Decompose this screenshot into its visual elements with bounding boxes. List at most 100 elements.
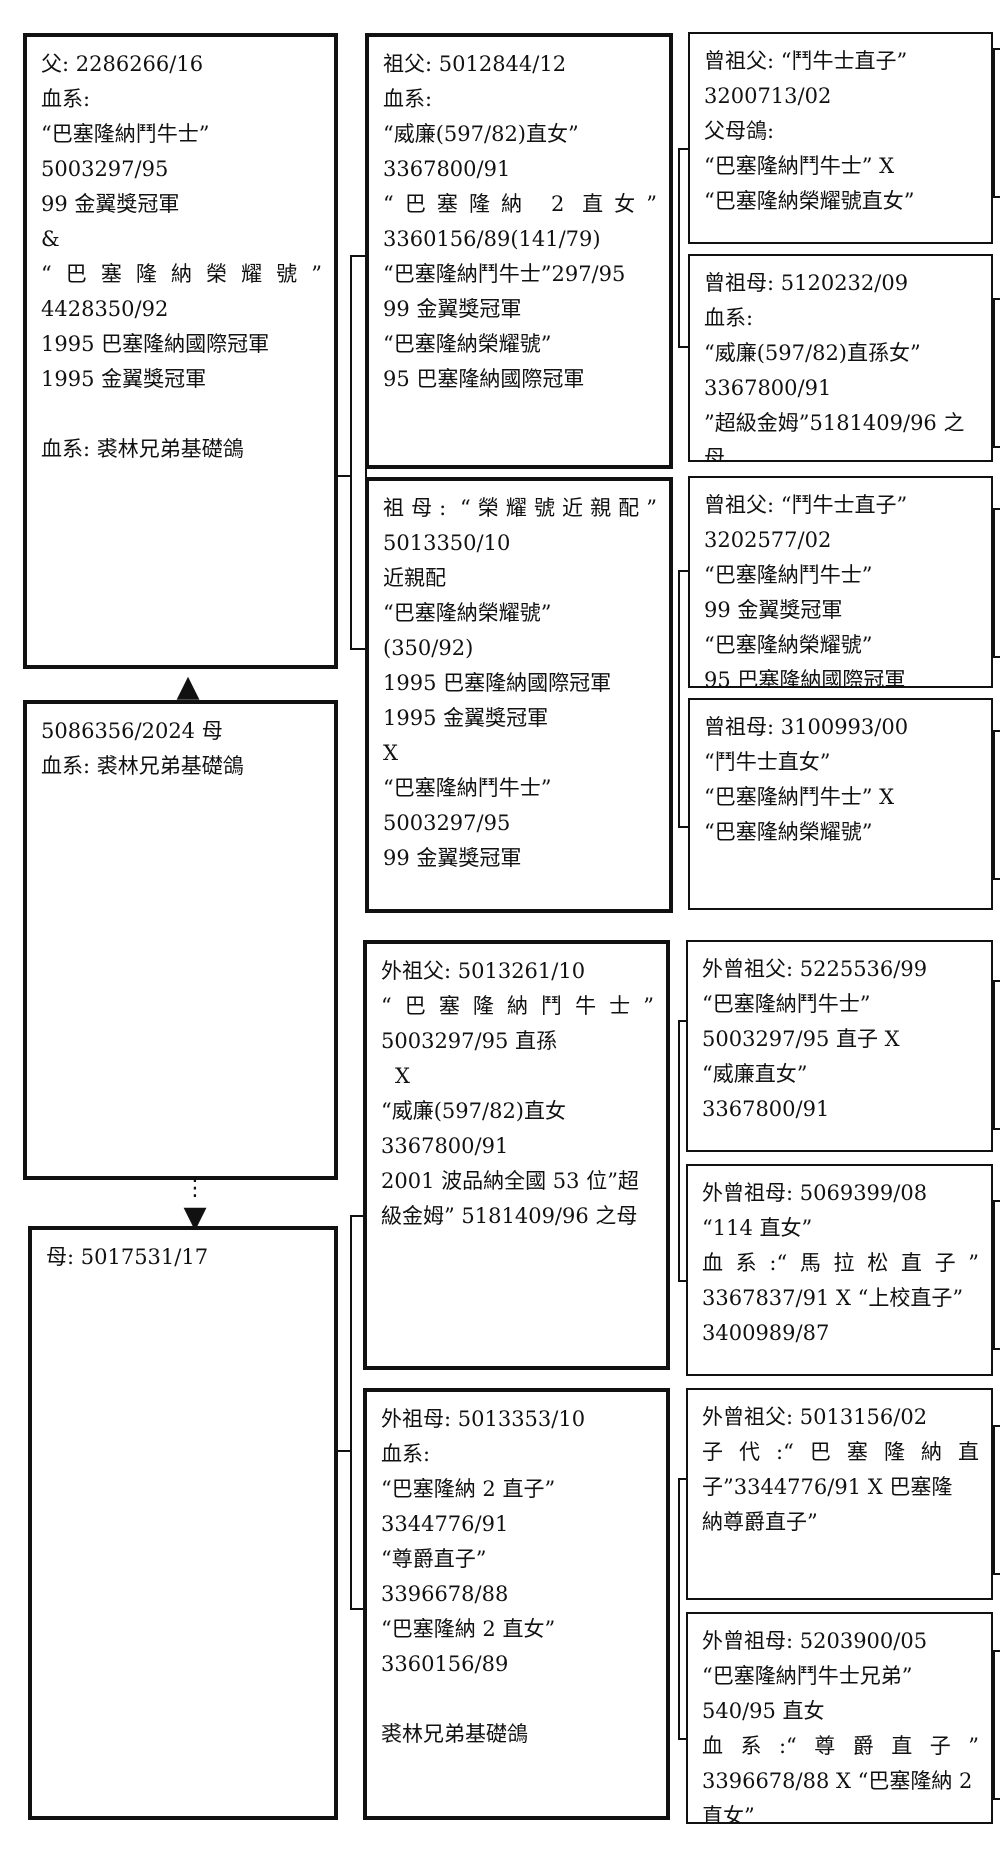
paternal-grandsire-line: 3360156/89(141/79)	[383, 227, 601, 251]
maternal-grandsire-line: 5003297/95 直孫	[381, 1029, 557, 1053]
maternal-granddam-box: 外祖母: 5013353/10 血系: “巴塞隆納 2 直子” 3344776/…	[363, 1388, 670, 1820]
paternal-grandsire-box: 祖父: 5012844/12 血系: “威廉(597/82)直女” 336780…	[365, 33, 673, 469]
great-grandparent-box: 外曾祖父: 5225536/99 “巴塞隆納鬥牛士” 5003297/95 直子…	[686, 940, 993, 1152]
dam-line: 母: 5017531/17	[46, 1245, 209, 1269]
great-grandparent-line: 血系:“馬拉松直子”	[702, 1251, 979, 1275]
subject-line: 血系: 裘林兄弟基礎鴿	[41, 754, 244, 778]
maternal-granddam-line: 血系:	[381, 1442, 431, 1466]
maternal-granddam-line: 3344776/91	[381, 1512, 509, 1536]
bracket	[993, 730, 1000, 880]
divider	[365, 33, 367, 913]
great-grandparent-lines: 外曾祖母: 5069399/08 “114 直女” 血系:“馬拉松直子” 336…	[688, 1166, 991, 1351]
bracket	[993, 508, 1000, 658]
bracket	[993, 1425, 1000, 1575]
sire-bracket	[350, 255, 366, 650]
dam-lines: 母: 5017531/17	[32, 1230, 334, 1275]
dotted-connector: ·	[184, 683, 192, 708]
great-grandparent-line: 曾祖父: “鬥牛士直子”	[704, 493, 908, 517]
great-grandparent-line: 外曾祖母: 5069399/08	[702, 1181, 928, 1205]
great-grandparent-box: 曾祖父: “鬥牛士直子” 3200713/02 父母鴿: “巴塞隆納鬥牛士” X…	[688, 32, 993, 244]
maternal-granddam-line: 外祖母: 5013353/10	[381, 1407, 586, 1431]
great-grandparent-line: “巴塞隆納鬥牛士”	[702, 992, 871, 1016]
paternal-grandsire-line: 血系:	[383, 87, 433, 111]
sire-line: 99 金翼獎冠軍	[41, 192, 180, 216]
sire-line: 4428350/92	[41, 297, 169, 321]
maternal-granddam-line: “尊爵直子”	[381, 1547, 487, 1571]
down-arrow-icon: ▼	[183, 1200, 207, 1235]
maternal-granddam-line: 裘林兄弟基礎鴿	[381, 1722, 528, 1746]
sire-line: &	[41, 227, 60, 251]
sire-line: 1995 巴塞隆納國際冠軍	[41, 332, 270, 356]
great-grandparent-box: 外曾祖父: 5013156/02 子代:“巴塞隆納直 子”3344776/91 …	[686, 1388, 993, 1600]
great-grandparent-lines: 外曾祖母: 5203900/05 “巴塞隆納鬥牛士兄弟” 540/95 直女 血…	[688, 1614, 991, 1822]
paternal-grandsire-line: “巴塞隆納榮耀號”	[383, 332, 552, 356]
paternal-granddam-box: 祖母: “榮耀號近親配” 5013350/10 近親配 “巴塞隆納榮耀號” (3…	[365, 477, 673, 913]
sire-line	[41, 397, 322, 432]
great-grandparent-line: 血系:“尊爵直子”	[702, 1734, 979, 1758]
paternal-granddam-line: “巴塞隆納鬥牛士”	[383, 776, 552, 800]
bracket	[993, 298, 1000, 448]
paternal-grandsire-line: “威廉(597/82)直女”	[383, 122, 579, 146]
maternal-granddam-line: 3360156/89	[381, 1652, 509, 1676]
great-grandparent-line: 3367800/91	[704, 376, 832, 400]
great-grandparent-line: 3400989/87	[702, 1321, 830, 1345]
great-grandparent-line: 5003297/95 直子 X	[702, 1027, 900, 1051]
great-grandparent-line: “巴塞隆納鬥牛士兄弟”	[702, 1664, 913, 1688]
paternal-grandsire-line: 祖父: 5012844/12	[383, 52, 567, 76]
sire-line: “巴塞隆納榮耀號”	[41, 262, 322, 286]
great-grandparent-line: 外曾祖父: 5225536/99	[702, 957, 928, 981]
great-grandparent-line: 母	[704, 446, 725, 462]
maternal-grandsire-line: X	[395, 1064, 410, 1088]
great-grandparent-line: “巴塞隆納榮耀號”	[704, 820, 873, 844]
maternal-grandsire-line: 外祖父: 5013261/10	[381, 959, 586, 983]
great-grandparent-box: 曾祖母: 3100993/00 “鬥牛士直女” “巴塞隆納鬥牛士” X “巴塞隆…	[688, 698, 993, 910]
maternal-grandsire-line: 3367800/91	[381, 1134, 509, 1158]
maternal-grandsire-line: 2001 波品納全國 53 位”超	[381, 1169, 639, 1193]
great-grandparent-box: 外曾祖母: 5069399/08 “114 直女” 血系:“馬拉松直子” 336…	[686, 1164, 993, 1376]
great-grandparent-line: “鬥牛士直女”	[704, 750, 831, 774]
dam-box: 母: 5017531/17	[28, 1226, 338, 1820]
bracket	[678, 570, 692, 828]
paternal-granddam-line: 99 金翼獎冠軍	[383, 846, 522, 870]
subject-box: 5086356/2024 母 血系: 裘林兄弟基礎鴿	[23, 700, 338, 1180]
great-grandparent-line: “巴塞隆納鬥牛士” X	[704, 785, 895, 809]
paternal-granddam-line: 近親配	[383, 566, 446, 590]
paternal-grandsire-line: “巴塞隆納 2 直女”	[383, 192, 657, 216]
maternal-granddam-line: “巴塞隆納 2 直女”	[381, 1617, 556, 1641]
paternal-granddam-line: 5013350/10	[383, 531, 511, 555]
great-grandparent-line: “巴塞隆納榮耀號直女”	[704, 189, 915, 213]
great-grandparent-line: 納尊爵直子”	[702, 1510, 818, 1534]
sire-line: 1995 金翼獎冠軍	[41, 367, 207, 391]
bracket	[993, 980, 1000, 1130]
maternal-grandsire-line: 級金姆” 5181409/96 之母	[381, 1204, 638, 1228]
maternal-granddam-line	[381, 1682, 654, 1717]
great-grandparent-line: 外曾祖父: 5013156/02	[702, 1405, 928, 1429]
great-grandparent-line: “巴塞隆納鬥牛士”	[704, 563, 873, 587]
bracket	[678, 1020, 692, 1282]
bracket	[993, 1650, 1000, 1800]
maternal-grandsire-lines: 外祖父: 5013261/10 “巴塞隆納鬥牛士” 5003297/95 直孫 …	[367, 944, 666, 1234]
great-grandparent-line: 99 金翼獎冠軍	[704, 598, 843, 622]
great-grandparent-line: “威廉(597/82)直孫女”	[704, 341, 921, 365]
great-grandparent-lines: 外曾祖父: 5225536/99 “巴塞隆納鬥牛士” 5003297/95 直子…	[688, 942, 991, 1127]
great-grandparent-line: 子”3344776/91 X 巴塞隆	[702, 1475, 953, 1499]
bracket	[678, 148, 692, 348]
paternal-grandsire-line: 99 金翼獎冠軍	[383, 297, 522, 321]
great-grandparent-line: 父母鴿:	[704, 119, 775, 143]
bracket	[678, 1478, 692, 1740]
great-grandparent-lines: 曾祖母: 3100993/00 “鬥牛士直女” “巴塞隆納鬥牛士” X “巴塞隆…	[690, 700, 991, 850]
maternal-grandsire-line: “巴塞隆納鬥牛士”	[381, 994, 654, 1018]
sire-line: 血系:	[41, 87, 91, 111]
subject-line: 5086356/2024 母	[41, 719, 223, 743]
great-grandparent-line: 外曾祖母: 5203900/05	[702, 1629, 928, 1653]
great-grandparent-line: “巴塞隆納榮耀號”	[704, 633, 873, 657]
great-grandparent-line: 血系:	[704, 306, 754, 330]
great-grandparent-line: “巴塞隆納鬥牛士” X	[704, 154, 895, 178]
great-grandparent-line: “威廉直女”	[702, 1062, 808, 1086]
paternal-granddam-line: 1995 金翼獎冠軍	[383, 706, 549, 730]
sire-box: 父: 2286266/16 血系: “巴塞隆納鬥牛士” 5003297/95 9…	[23, 33, 338, 669]
great-grandparent-line: 3396678/88 X “巴塞隆納 2	[702, 1769, 973, 1793]
paternal-granddam-lines: 祖母: “榮耀號近親配” 5013350/10 近親配 “巴塞隆納榮耀號” (3…	[369, 481, 669, 876]
great-grandparent-lines: 曾祖父: “鬥牛士直子” 3200713/02 父母鴿: “巴塞隆納鬥牛士” X…	[690, 34, 991, 219]
sire-line: 血系: 裘林兄弟基礎鴿	[41, 437, 244, 461]
